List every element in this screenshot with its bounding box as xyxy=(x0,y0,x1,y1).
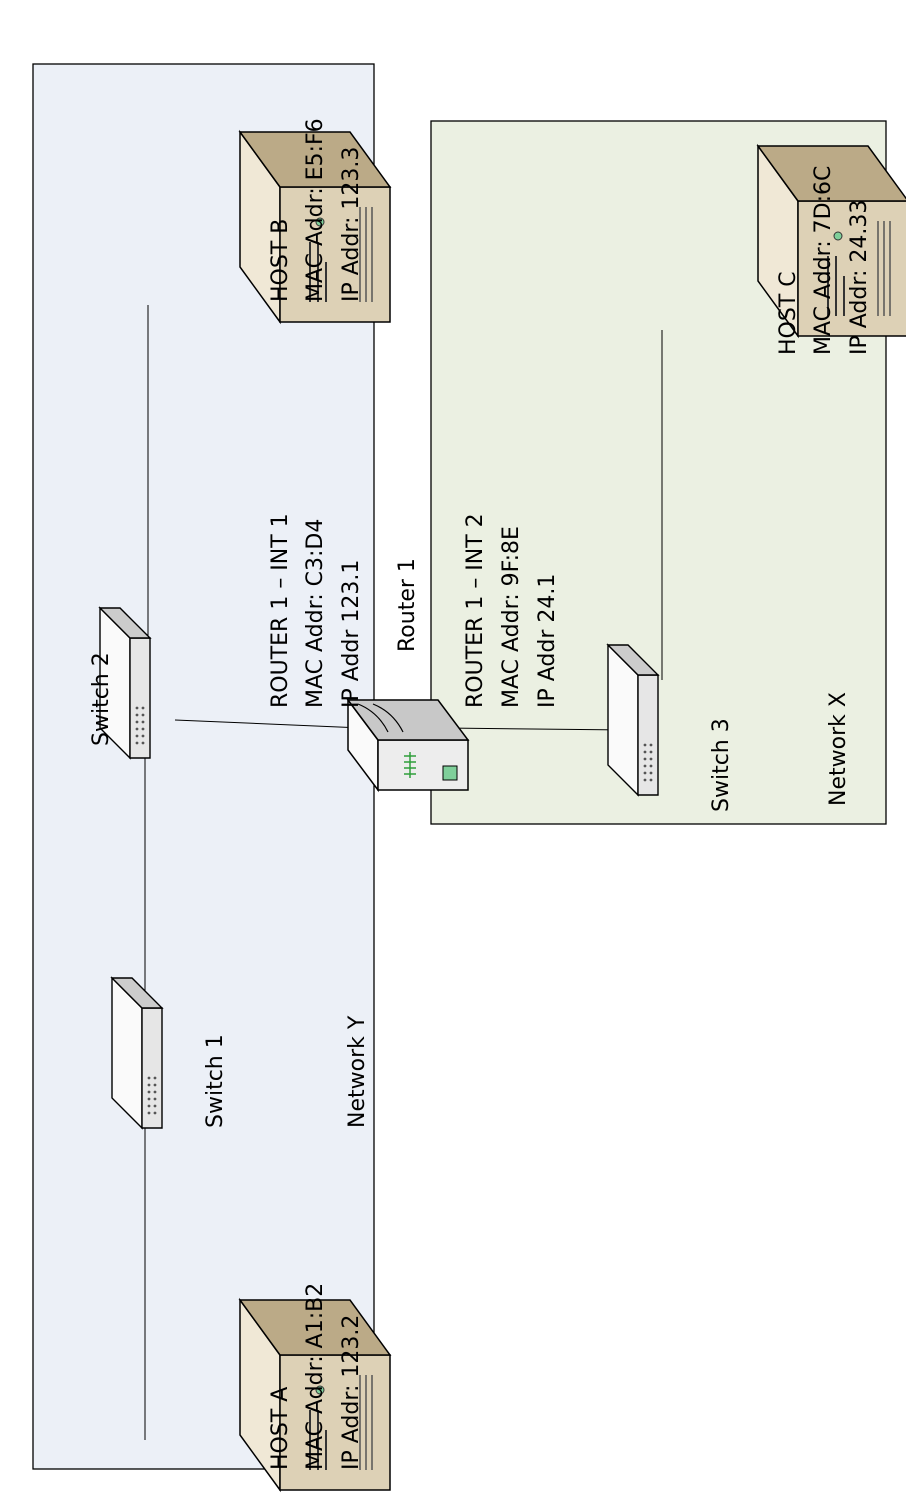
host-c-name: HOST C xyxy=(776,271,801,355)
host-b-name: HOST B xyxy=(268,219,293,302)
links xyxy=(144,305,663,1440)
network-x-label: Network X xyxy=(826,692,851,806)
host-b-ip: IP Addr: 123.3 xyxy=(339,147,364,302)
router-1-label: Router 1 xyxy=(395,558,420,652)
router-int1-ip: IP Addr 123.1 xyxy=(339,560,364,708)
switch-3-label: Switch 3 xyxy=(709,718,734,812)
switch-3 xyxy=(607,644,659,796)
router-int1-name: ROUTER 1 – INT 1 xyxy=(268,513,293,708)
switch-1-label: Switch 1 xyxy=(203,1034,228,1128)
router-int2-mac: MAC Addr: 9F:8E xyxy=(499,526,524,708)
host-b-mac: MAC Addr: E5:F6 xyxy=(303,118,328,302)
link-switch2-router xyxy=(174,719,363,729)
router-int1-mac: MAC Addr: C3:D4 xyxy=(303,519,328,708)
host-c-mac: MAC Addr: 7D:6C xyxy=(811,166,836,355)
host-a-mac: MAC Addr: A1:B2 xyxy=(303,1283,328,1470)
switch-2-label: Switch 2 xyxy=(89,652,114,746)
router-int2-name: ROUTER 1 – INT 2 xyxy=(463,513,488,708)
switch-icon xyxy=(111,977,163,1129)
network-y-label: Network Y xyxy=(345,1015,370,1128)
host-a-ip: IP Addr: 123.2 xyxy=(339,1315,364,1470)
host-c-ip: IP Addr: 24.33 xyxy=(847,200,872,355)
switch-icon xyxy=(607,644,659,796)
router-int2-ip: IP Addr 24.1 xyxy=(535,574,560,708)
switch-1 xyxy=(111,977,163,1129)
host-a-name: HOST A xyxy=(268,1387,293,1470)
link-router-switch3 xyxy=(444,727,629,731)
